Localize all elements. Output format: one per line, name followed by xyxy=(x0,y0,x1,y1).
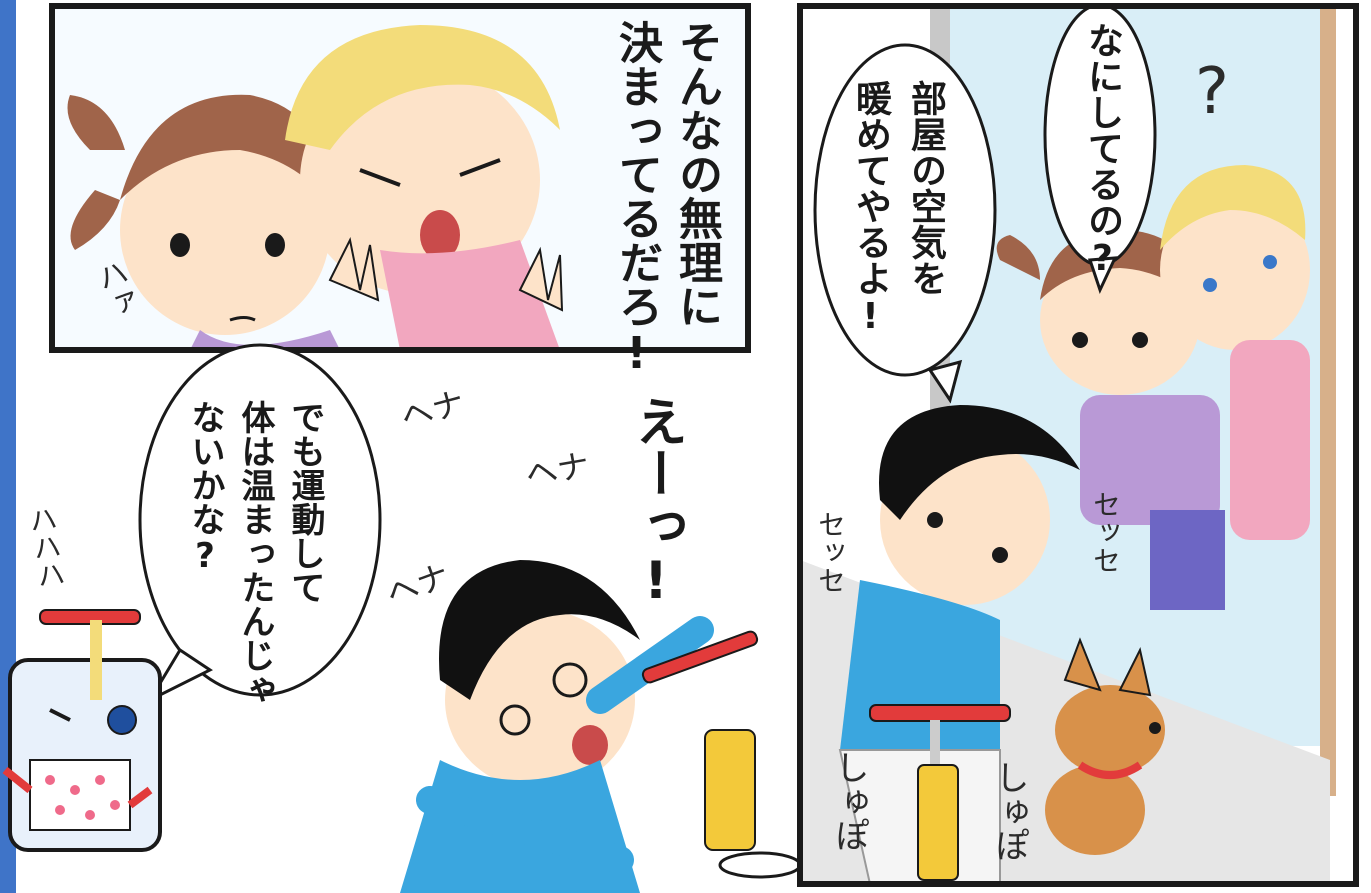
sfx-sesse-2: セッセ xyxy=(814,510,847,594)
speech-boy-line-1: 部屋の空気を xyxy=(905,80,946,296)
speech-line-1: でも運動して xyxy=(285,400,325,604)
panel-right xyxy=(797,3,1359,887)
dog-figure xyxy=(1045,637,1165,855)
speech-line-1: そんなの無理に xyxy=(671,20,722,328)
girl-brown-hair-figure xyxy=(67,94,340,350)
blond-kid-figure xyxy=(285,25,564,350)
pump-mascot-figure xyxy=(2,609,162,852)
sfx-shupo-2: しゅぽ xyxy=(989,760,1029,862)
sfx-sesse-1: セッセ xyxy=(1089,490,1122,574)
boy-pumping-figure xyxy=(838,405,1080,885)
speech-line-2: 体は温まったんじゃ xyxy=(235,400,275,706)
panel-top-left xyxy=(49,3,751,353)
panel-bottom-left xyxy=(2,343,802,893)
exclaim-ee: えーっ! xyxy=(626,395,686,611)
speech-line-2: 決まってるだろ! xyxy=(611,20,662,379)
speech-boy-line-2: 暖めてやるよ! xyxy=(850,80,891,337)
speech-bubble-pump xyxy=(138,343,382,697)
tired-boy-figure xyxy=(400,560,714,893)
speech-line-3: ないかな? xyxy=(185,400,225,576)
air-pump-fallen xyxy=(641,630,802,879)
speech-girl: なにしてるの? xyxy=(1082,22,1123,279)
blond-kid-behind-window xyxy=(1160,165,1310,540)
question-mark: ? xyxy=(1195,55,1229,129)
speech-bubble-boy xyxy=(813,43,997,377)
sfx-shupo-1: しゅぽ xyxy=(829,750,869,852)
